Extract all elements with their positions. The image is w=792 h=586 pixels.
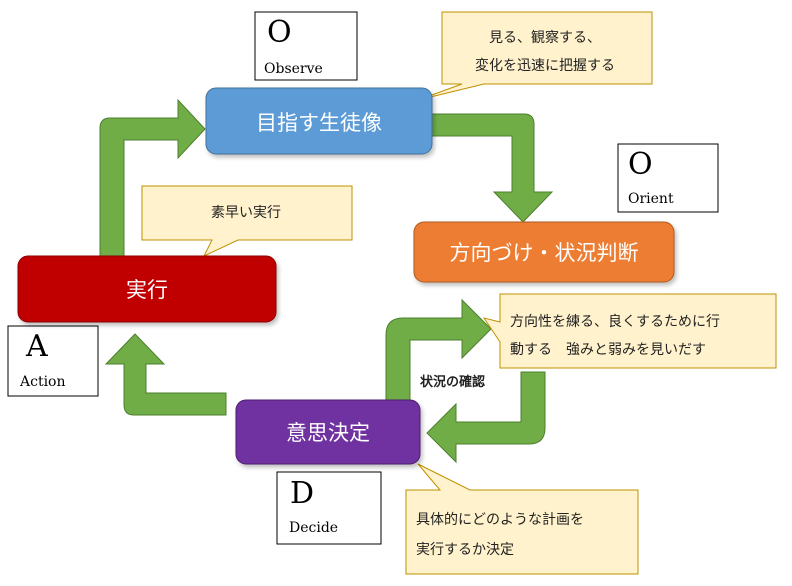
callout-observe-line1: 見る、観察する、 <box>489 29 601 46</box>
stage-box-act: A Action <box>7 325 99 397</box>
stage-letter-observe: O <box>267 15 292 50</box>
stage-word-orient: Orient <box>628 191 674 207</box>
node-act-label: 実行 <box>126 278 168 302</box>
arrow-orient-to-decide <box>426 371 546 464</box>
callout-act-line1: 素早い実行 <box>211 205 281 221</box>
callout-orient-line2: 動する 強みと弱みを見いだす <box>510 342 706 358</box>
node-act: 実行 <box>17 255 277 323</box>
arrow-status-check <box>385 298 492 401</box>
callout-decide-line2: 実行するか決定 <box>416 542 514 558</box>
node-observe-label: 目指す生徒像 <box>256 111 382 135</box>
stage-letter-orient: O <box>628 147 653 182</box>
callout-decide-line1: 具体的にどのような計画を <box>416 512 584 528</box>
arrow-decide-to-act-body <box>104 333 227 416</box>
callout-orient-line1: 方向性を練る、良くするために行 <box>510 314 720 330</box>
callout-observe: 見る、観察する、 変化を迅速に把握する <box>417 11 653 101</box>
node-observe: 目指す生徒像 <box>205 87 433 155</box>
arrow-act-to-observe <box>99 98 206 257</box>
callout-observe-line2: 変化を迅速に把握する <box>475 57 615 74</box>
arrow-observe-to-orient <box>431 113 554 223</box>
node-decide-label: 意思決定 <box>286 421 370 445</box>
node-orient-label: 方向づけ・状況判断 <box>450 241 639 265</box>
stage-box-decide: D Decide <box>276 471 382 545</box>
stage-letter-decide: D <box>290 476 314 511</box>
node-decide: 意思決定 <box>235 399 421 465</box>
arrow-label-status-check: 状況の確認 <box>420 374 485 390</box>
callout-decide: 具体的にどのような計画を 実行するか決定 <box>405 463 639 575</box>
stage-box-observe: O Observe <box>254 11 358 81</box>
stage-word-act: Action <box>19 374 66 390</box>
stage-box-orient: O Orient <box>617 143 719 213</box>
node-orient: 方向づけ・状況判断 <box>413 221 675 283</box>
stage-word-decide: Decide <box>289 520 338 536</box>
stage-word-observe: Observe <box>264 61 323 77</box>
callout-act: 素早い実行 <box>141 185 353 258</box>
stage-letter-act: A <box>25 329 48 364</box>
callout-orient: 方向性を練る、良くするために行 動する 強みと弱みを見いだす <box>482 293 777 369</box>
